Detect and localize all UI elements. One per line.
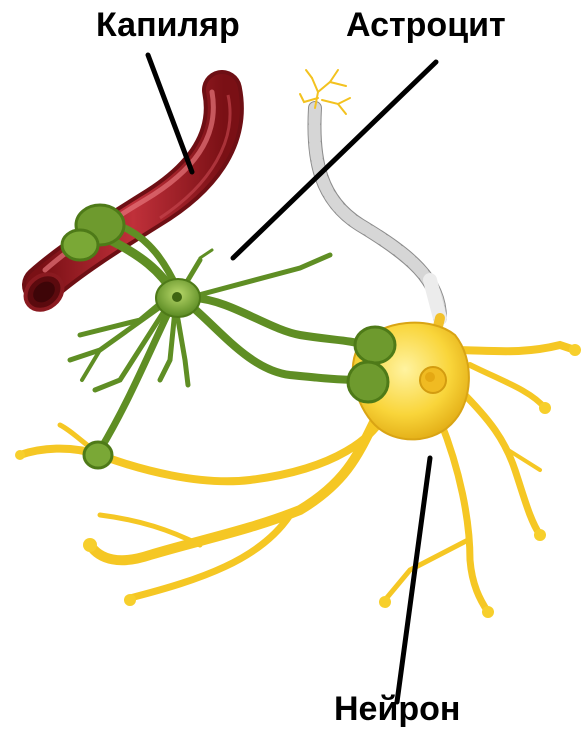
axon-terminal — [300, 70, 350, 114]
capillary-pointer-line — [148, 55, 192, 172]
astrocyte-label: Астроцит — [346, 8, 506, 42]
myelinated-axon — [314, 108, 440, 335]
neuron — [15, 323, 581, 618]
capillary-vessel — [18, 90, 230, 317]
capillary-label: Капиляр — [96, 8, 240, 42]
astrocyte-pointer-line — [233, 62, 436, 258]
astrocyte — [62, 205, 395, 468]
neuron-label: Нейрон — [334, 692, 460, 726]
